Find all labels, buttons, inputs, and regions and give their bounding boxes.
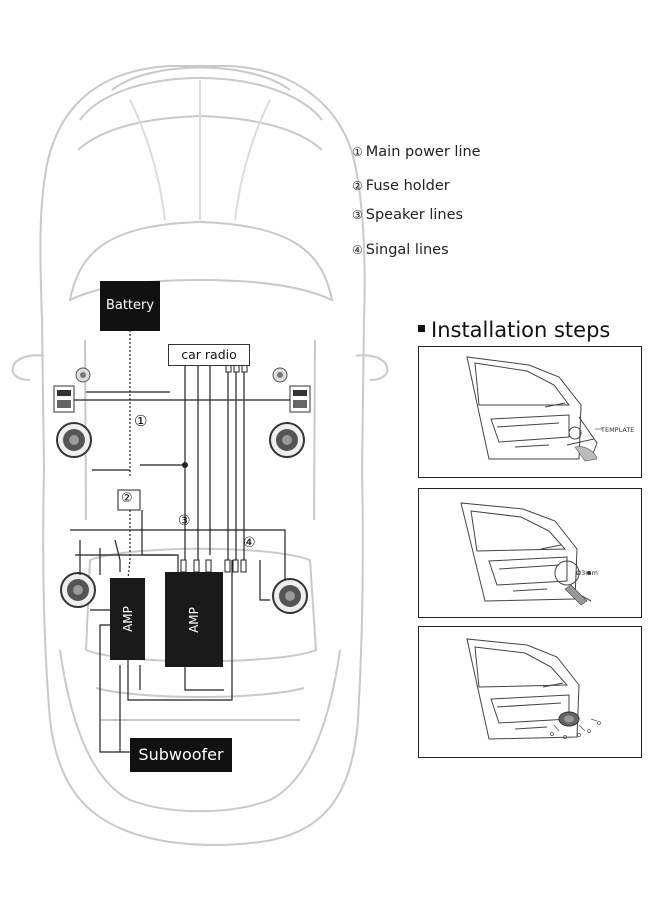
amp-1-label: AMP — [120, 606, 135, 632]
drill-icon — [564, 584, 588, 606]
installation-steps-title: Installation steps — [418, 318, 610, 342]
door-drill-illustration: Ø3mm — [460, 502, 598, 606]
legend-text: Fuse holder — [365, 178, 450, 194]
legend-text: Main power line — [365, 144, 481, 160]
bullet-square-icon — [418, 325, 425, 332]
front-left-speaker — [56, 422, 92, 458]
amp-2: AMP — [165, 572, 223, 667]
radio-connectors — [225, 364, 248, 373]
legend-num: ① — [352, 145, 363, 159]
installation-step-1: TEMPLATE — [418, 346, 642, 478]
drill-hole-label: Ø3mm — [576, 569, 598, 577]
speaker-exploded-icon — [550, 711, 601, 739]
legend-text: Singal lines — [365, 242, 449, 258]
front-left-tweeter — [75, 367, 91, 383]
front-right-speaker — [269, 422, 305, 458]
front-right-crossover — [289, 385, 311, 413]
rear-left-speaker — [60, 572, 96, 608]
amp-connectors — [180, 559, 247, 573]
legend-num: ② — [352, 179, 363, 193]
installation-title-text: Installation steps — [431, 318, 611, 342]
car-outline — [11, 65, 389, 846]
amp-1: AMP — [110, 578, 145, 660]
door-template-illustration: TEMPLATE — [466, 356, 634, 462]
door-mount-illustration — [466, 638, 601, 740]
installation-step-2: Ø3mm — [418, 488, 642, 618]
subwoofer-label: Subwoofer — [130, 738, 232, 772]
wire-junction — [182, 462, 188, 468]
installation-step-3 — [418, 626, 642, 758]
wiring — [70, 330, 290, 753]
marker-1: ① — [134, 412, 148, 430]
legend-num: ③ — [352, 208, 363, 222]
rear-right-speaker — [272, 578, 308, 614]
battery-label: Battery — [100, 281, 160, 331]
front-left-crossover — [53, 385, 75, 413]
fuse-holder-box — [117, 489, 141, 511]
car-radio-label: car radio — [168, 344, 250, 366]
legend-num: ④ — [352, 243, 363, 257]
marker-3: ③ — [178, 513, 191, 529]
marker-2: ② — [121, 491, 133, 506]
template-label: TEMPLATE — [600, 426, 634, 434]
marker-4: ④ — [243, 535, 256, 551]
legend-text: Speaker lines — [365, 207, 464, 223]
front-right-tweeter — [272, 367, 288, 383]
amp-2-label: AMP — [187, 606, 201, 633]
